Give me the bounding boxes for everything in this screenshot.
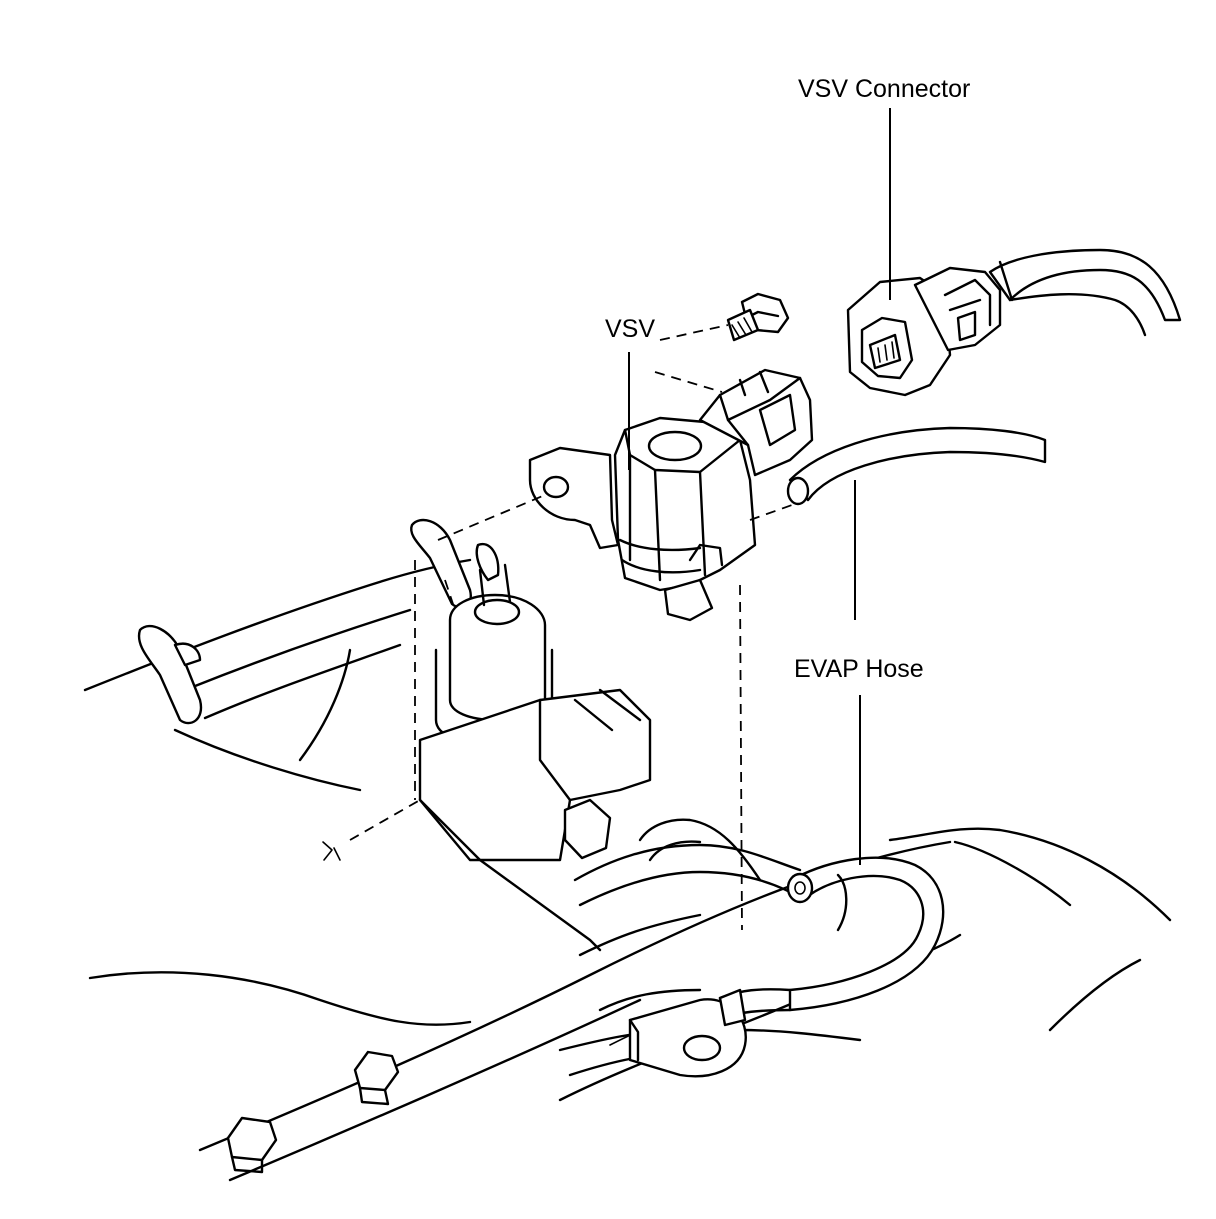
vacuum-lines: [558, 818, 862, 1077]
label-vsv-connector: VSV Connector: [798, 75, 970, 103]
air-intake-tube: [83, 518, 500, 792]
intake-manifold: [88, 827, 1172, 1182]
callouts: VSV Connector VSV EVAP Hose: [605, 75, 970, 865]
label-vsv: VSV: [605, 315, 655, 343]
evap-hose-lower: [628, 856, 945, 1078]
vsv-connector: [846, 248, 1182, 397]
bolt: [726, 292, 790, 342]
alignment-lines: [322, 324, 793, 931]
vsv-valve: [528, 368, 814, 622]
evap-hose-upper: [786, 426, 1047, 506]
throttle-body: [418, 563, 652, 952]
label-evap-hose: EVAP Hose: [794, 655, 924, 683]
